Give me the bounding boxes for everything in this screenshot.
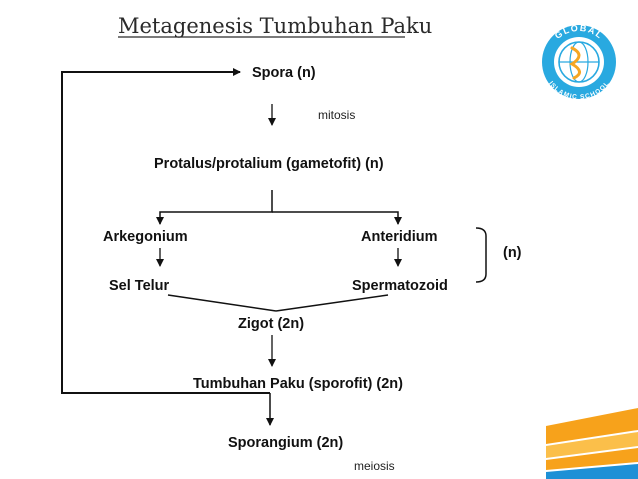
- node-spermatozoid: Spermatozoid: [352, 278, 448, 294]
- note-meiosis: meiosis: [354, 459, 395, 473]
- fusion-line-sel-telur: [167, 294, 277, 312]
- slide-title: Metagenesis Tumbuhan Paku: [118, 14, 432, 38]
- node-spora: Spora (n): [252, 65, 316, 81]
- arrow-protalus-arkegonium: [156, 190, 273, 225]
- loop-back-arrow: [61, 68, 270, 394]
- corner-stripes: [546, 408, 638, 479]
- haploid-bracket: [475, 227, 487, 283]
- note-mitosis: mitosis: [318, 108, 355, 122]
- note-haploid-group: (n): [503, 245, 522, 261]
- node-anteridium: Anteridium: [361, 229, 438, 245]
- node-tumbuhan-paku: Tumbuhan Paku (sporofit) (2n): [193, 376, 403, 392]
- logo-accent-icon: [569, 46, 581, 80]
- node-protalus: Protalus/protalium (gametofit) (n): [154, 156, 384, 172]
- node-sel-telur: Sel Telur: [109, 278, 170, 294]
- fusion-line-spermatozoid: [275, 294, 389, 312]
- arrow-protalus-anteridium: [272, 211, 402, 225]
- global-islamic-school-logo: GLOBAL ISLAMIC SCHOOL: [542, 23, 616, 101]
- node-zigot: Zigot (2n): [238, 316, 304, 332]
- node-sporangium: Sporangium (2n): [228, 435, 343, 451]
- node-arkegonium: Arkegonium: [103, 229, 188, 245]
